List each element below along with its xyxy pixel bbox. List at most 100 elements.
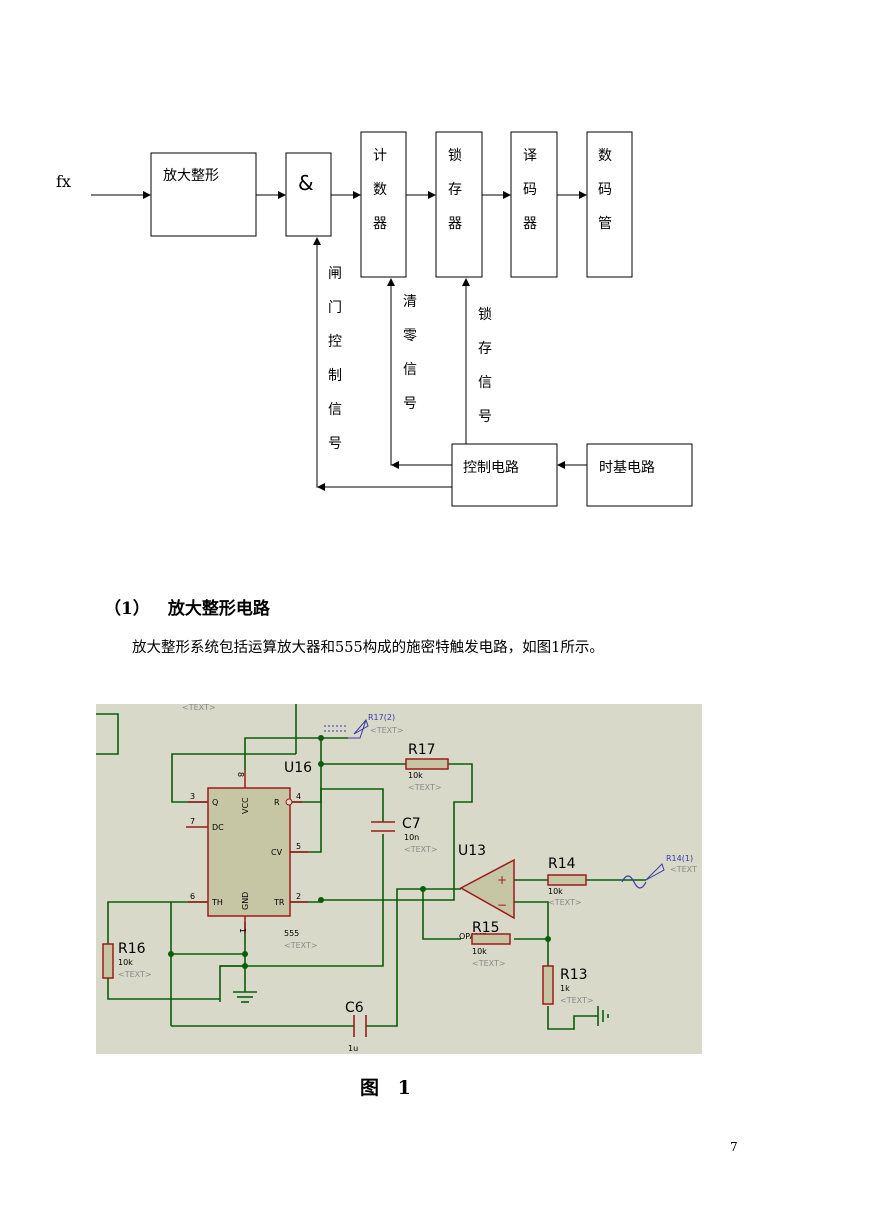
section-title: 放大整形电路 bbox=[167, 599, 270, 619]
latch-signal-char-3: 信 bbox=[478, 375, 492, 391]
display-char-1: 数 bbox=[598, 148, 612, 164]
amp-shaping-label: 放大整形 bbox=[163, 168, 219, 184]
decoder-block bbox=[510, 131, 558, 278]
r15-text: <TEXT> bbox=[472, 959, 506, 968]
clear-signal-char-3: 信 bbox=[403, 362, 417, 378]
u16-pin-number-6: 6 bbox=[190, 892, 195, 901]
r13-resistor bbox=[542, 965, 554, 1005]
u16-pin-q: Q bbox=[212, 798, 218, 807]
timebase-block bbox=[586, 443, 693, 507]
clear-signal-line bbox=[387, 278, 452, 466]
page-number: 7 bbox=[730, 1140, 738, 1154]
decoder-char-2: 码 bbox=[523, 182, 537, 198]
control-circuit-label: 控制电路 bbox=[463, 460, 519, 476]
c7-capacitor bbox=[371, 821, 395, 832]
u16-ref: U16 bbox=[284, 760, 312, 776]
ground-symbol-r13 bbox=[597, 1006, 609, 1026]
decoder-char-1: 译 bbox=[523, 148, 537, 164]
r14-value: 10k bbox=[548, 887, 563, 896]
gate-signal-char-6: 号 bbox=[328, 436, 342, 452]
counter-char-3: 器 bbox=[373, 216, 387, 232]
c6-ref: C6 bbox=[345, 1000, 364, 1016]
circuit-schematic: <TEXT> R17(2) <TEXT> U16 Q DC VCC R CV T… bbox=[96, 704, 702, 1054]
r17-resistor bbox=[405, 758, 449, 770]
u13-ref: U13 bbox=[458, 843, 486, 859]
timebase-label: 时基电路 bbox=[599, 459, 655, 476]
c7-text: <TEXT> bbox=[404, 845, 438, 854]
u16-pin-number-3: 3 bbox=[190, 792, 195, 801]
control-circuit-block bbox=[451, 443, 558, 507]
u16-pins bbox=[186, 770, 308, 934]
c6-value: 1u bbox=[348, 1044, 358, 1053]
c7-ref: C7 bbox=[402, 816, 421, 832]
u16-pin-number-2: 2 bbox=[296, 892, 301, 901]
clear-signal-char-2: 零 bbox=[403, 328, 417, 344]
wires bbox=[96, 704, 646, 1030]
u16-555-ic bbox=[207, 787, 291, 917]
latch-signal-char-4: 号 bbox=[478, 409, 492, 425]
r17-terminal bbox=[324, 719, 369, 739]
r14-resistor bbox=[547, 874, 587, 886]
r16-text: <TEXT> bbox=[118, 970, 152, 979]
u16-pin-number-8: 8 bbox=[236, 772, 245, 777]
section-heading: （1） 放大整形电路 bbox=[104, 594, 270, 619]
r17-terminal-text: <TEXT> bbox=[370, 726, 404, 735]
r17-value: 10k bbox=[408, 771, 423, 780]
r14-terminal bbox=[645, 863, 665, 881]
u16-reset-bubble bbox=[285, 798, 293, 806]
clear-signal-char-4: 号 bbox=[403, 396, 417, 412]
gate-signal-char-5: 信 bbox=[328, 402, 342, 418]
u16-part: 555 bbox=[284, 929, 299, 938]
u16-pin-number-5: 5 bbox=[296, 842, 301, 851]
u13-plus: + bbox=[497, 873, 507, 887]
u16-pin-number-1: 1 bbox=[238, 928, 247, 933]
r14-text: <TEXT> bbox=[548, 898, 582, 907]
latch-char-3: 器 bbox=[448, 216, 462, 232]
u16-pin-r: R bbox=[274, 798, 280, 807]
u16-pin-vcc: VCC bbox=[241, 797, 250, 814]
r13-text: <TEXT> bbox=[560, 996, 594, 1005]
r13-value: 1k bbox=[560, 984, 570, 993]
display-block bbox=[586, 131, 633, 278]
u16-pin-number-7: 7 bbox=[190, 817, 195, 826]
counter-char-2: 数 bbox=[373, 182, 387, 198]
clear-signal-char-1: 清 bbox=[403, 294, 417, 310]
gate-signal-char-1: 闸 bbox=[328, 266, 342, 282]
r14-terminal-text: <TEXT bbox=[670, 865, 697, 874]
latch-char-1: 锁 bbox=[448, 148, 462, 164]
r13-ref: R13 bbox=[560, 967, 588, 983]
top-text-placeholder: <TEXT> bbox=[182, 704, 216, 712]
section-number: （1） bbox=[104, 599, 150, 619]
latch-signal-char-2: 存 bbox=[478, 341, 492, 357]
u16-pin-th: TH bbox=[211, 898, 223, 907]
gate-signal-char-4: 制 bbox=[328, 368, 342, 384]
body-paragraph: 放大整形系统包括运算放大器和555构成的施密特触发电路，如图1所示。 bbox=[132, 640, 604, 656]
u16-text: <TEXT> bbox=[284, 941, 318, 950]
and-gate-symbol: & bbox=[298, 171, 314, 195]
r15-ref: R15 bbox=[472, 920, 500, 936]
r17-ref: R17 bbox=[408, 742, 436, 758]
r15-value: 10k bbox=[472, 947, 487, 956]
block-diagram: fx 放大整形 & 计 数 器 锁 存 器 译 码 器 数 码 管 控制电路 时… bbox=[56, 131, 693, 507]
c7-value: 10n bbox=[404, 833, 419, 842]
counter-char-1: 计 bbox=[373, 148, 387, 164]
r15-resistor bbox=[471, 933, 511, 945]
schematic-background bbox=[96, 704, 702, 1054]
u16-pin-gnd: GND bbox=[241, 892, 250, 910]
r14-terminal-label: R14(1) bbox=[666, 854, 693, 863]
c6-capacitor bbox=[353, 1015, 367, 1037]
r17-text: <TEXT> bbox=[408, 783, 442, 792]
decoder-char-3: 器 bbox=[523, 216, 537, 232]
u16-pin-dc: DC bbox=[212, 823, 224, 832]
display-char-2: 码 bbox=[598, 182, 612, 198]
latch-block bbox=[435, 131, 483, 278]
counter-block bbox=[360, 131, 407, 278]
gate-signal-char-3: 控 bbox=[328, 334, 342, 350]
ground-symbol bbox=[233, 991, 257, 1003]
figure-caption: 图 1 bbox=[360, 1077, 417, 1099]
u16-pin-tr: TR bbox=[273, 898, 285, 907]
amp-shaping-block bbox=[150, 152, 257, 237]
r16-ref: R16 bbox=[118, 941, 146, 957]
u13-opamp bbox=[459, 858, 515, 920]
